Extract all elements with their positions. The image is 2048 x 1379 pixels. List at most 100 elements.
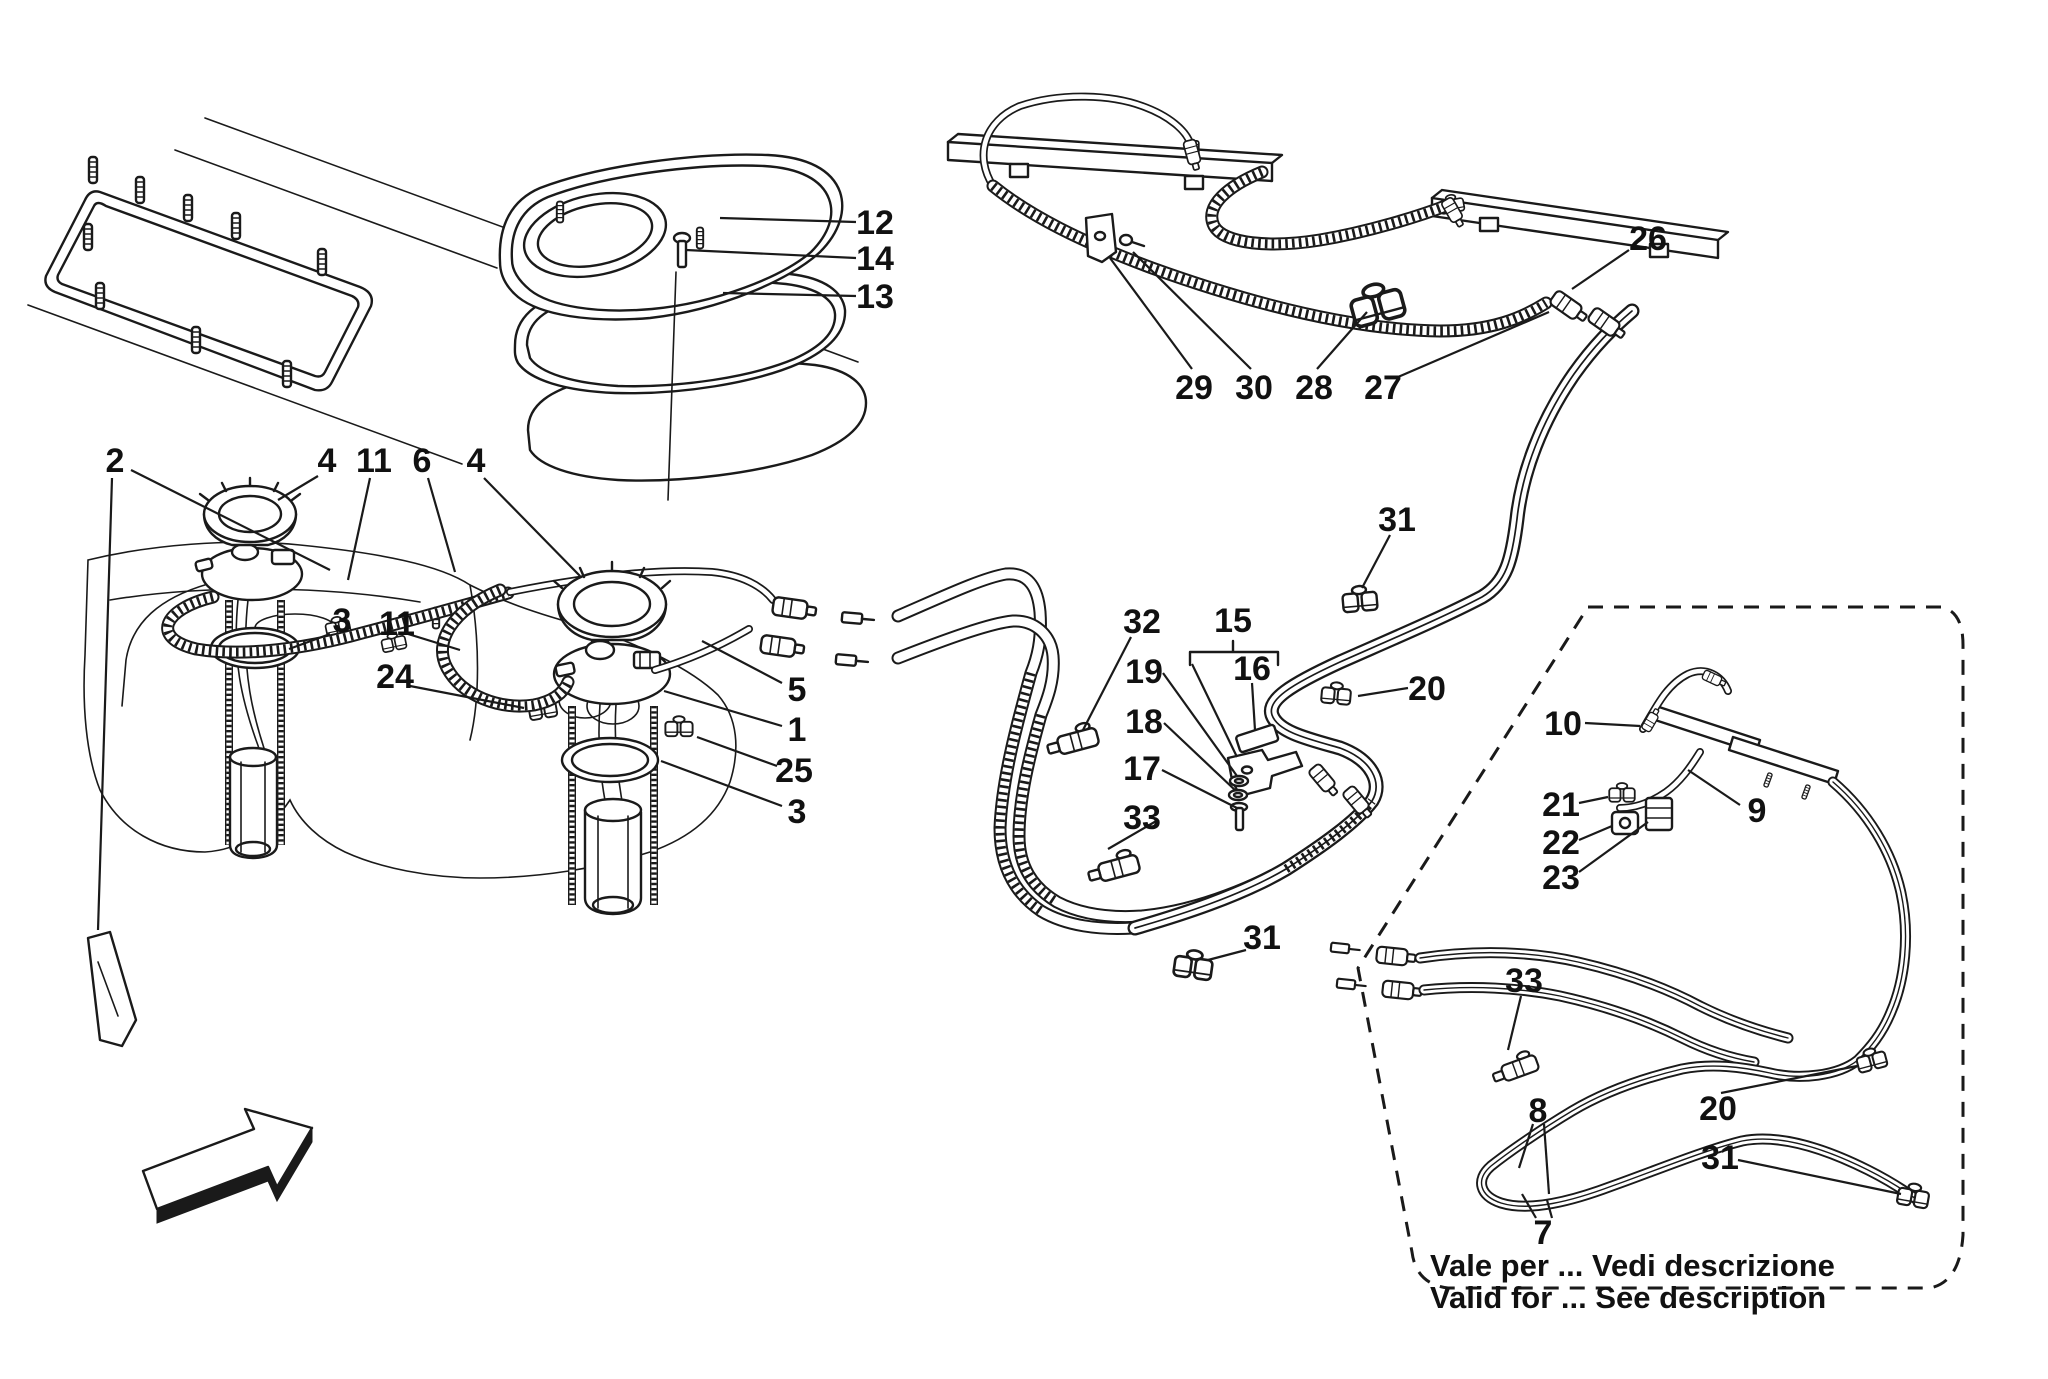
leader-line-8 (1517, 1123, 1535, 1169)
callout-12-0: 12 (856, 204, 894, 242)
leader-line-4 (483, 477, 581, 577)
note-line-italian: Vale per ... Vedi descrizione (1430, 1248, 1835, 1283)
washer-19 (1228, 774, 1250, 788)
callout-18-23: 18 (1125, 703, 1163, 741)
callout-19-22: 19 (1125, 653, 1163, 691)
leader-line-2 (96, 477, 114, 931)
leader-line-33 (1506, 995, 1523, 1051)
callout-8-36: 8 (1529, 1092, 1548, 1130)
stud (281, 359, 293, 389)
leader-line-31 (1361, 534, 1391, 589)
leader-line-30 (1132, 251, 1252, 370)
leader-line-25 (696, 735, 778, 768)
leader-line-14 (685, 248, 857, 260)
direction-arrow (141, 1107, 314, 1224)
leader-line-3 (660, 759, 783, 808)
callout-28-17: 28 (1295, 369, 1333, 407)
cover-stud (555, 200, 565, 224)
tank-access-cover-assembly (498, 153, 868, 501)
engine-fuel-rails (946, 97, 1730, 344)
washer-18 (1227, 788, 1249, 802)
leader-line-13 (722, 291, 857, 298)
callout-21-32: 21 (1542, 786, 1580, 824)
callout-17-24: 17 (1123, 750, 1161, 788)
cover-screw-14 (667, 231, 692, 501)
leader-line-7 (1521, 1193, 1537, 1219)
leader-line-1 (663, 689, 783, 728)
callout-1-12: 1 (788, 711, 807, 749)
callout-7-37: 7 (1534, 1214, 1553, 1252)
stud (316, 247, 328, 277)
pump-flange-2 (552, 634, 672, 706)
stud (94, 281, 106, 311)
leader-line-26 (1571, 249, 1630, 290)
leader-line-17 (1161, 769, 1238, 809)
callout-4-7: 4 (467, 442, 486, 480)
callout-11-9: 11 (379, 605, 415, 643)
leader-line-31 (1207, 948, 1247, 962)
callout-25-13: 25 (775, 752, 813, 790)
callout-24-10: 24 (376, 658, 414, 696)
block-22 (1610, 810, 1640, 836)
pad-16 (1235, 723, 1280, 754)
leader-line-16 (1250, 682, 1257, 731)
callout-3-14: 3 (788, 793, 807, 831)
callout-20-28: 20 (1408, 670, 1446, 708)
leader-line-12 (719, 216, 857, 224)
callout-4-4: 4 (318, 442, 337, 480)
stud (230, 211, 242, 241)
stud (134, 175, 146, 205)
leader-line-15 (1191, 663, 1238, 758)
callout-33-25: 33 (1123, 799, 1161, 837)
pump-canister (583, 797, 643, 916)
screw-30 (1118, 233, 1146, 248)
callout-32-21: 32 (1123, 603, 1161, 641)
leader-line-20 (1720, 1064, 1858, 1095)
leader-line-33 (1107, 819, 1159, 850)
callout-13-2: 13 (856, 278, 894, 316)
callout-22-33: 22 (1542, 824, 1580, 862)
leader-line-27 (1397, 310, 1550, 379)
brace-15 (1188, 639, 1280, 667)
callout-11-5: 11 (356, 442, 392, 480)
callout-2-3: 2 (106, 442, 125, 480)
leader-line-3 (288, 632, 331, 651)
leader-line-23 (1578, 821, 1649, 873)
stud (182, 193, 194, 223)
leader-line-29 (1109, 257, 1193, 370)
fuel-rail-left (946, 132, 1284, 191)
leader-line-20 (1357, 686, 1409, 698)
pump-canister (228, 746, 279, 860)
callout-20-38: 20 (1699, 1090, 1737, 1128)
callout-27-18: 27 (1364, 369, 1402, 407)
inset-alternate-version (1329, 605, 1965, 1290)
leader-line-10 (1584, 721, 1641, 728)
bracket-group-15 (1188, 639, 1304, 832)
leader-line-22 (1578, 824, 1613, 842)
inset-dashed-border (1356, 605, 1965, 1290)
leader-line-11 (407, 632, 461, 652)
leader-line-4 (277, 475, 319, 501)
callout-33-35: 33 (1505, 962, 1543, 1000)
fuel-pump-module-2 (526, 560, 694, 916)
leader-line-8 (1542, 1123, 1551, 1195)
leader-line-24 (409, 684, 525, 710)
stud (82, 222, 94, 252)
leader-line-18 (1163, 722, 1237, 792)
callout-26-19: 26 (1629, 220, 1667, 258)
callout-14-1: 14 (856, 240, 894, 278)
callout-6-6: 6 (413, 442, 432, 480)
ring-nut-4a (198, 476, 302, 547)
pump-flange-1 (194, 538, 304, 602)
callout-15-26: 15 (1214, 602, 1252, 640)
stud (190, 325, 202, 355)
leader-line-2 (130, 469, 331, 571)
cover-stud (695, 226, 705, 250)
leader-line-6 (426, 477, 457, 573)
callout-31-39: 31 (1701, 1139, 1739, 1177)
leader-line-9 (1687, 769, 1741, 806)
leader-line-7 (1545, 1199, 1554, 1219)
